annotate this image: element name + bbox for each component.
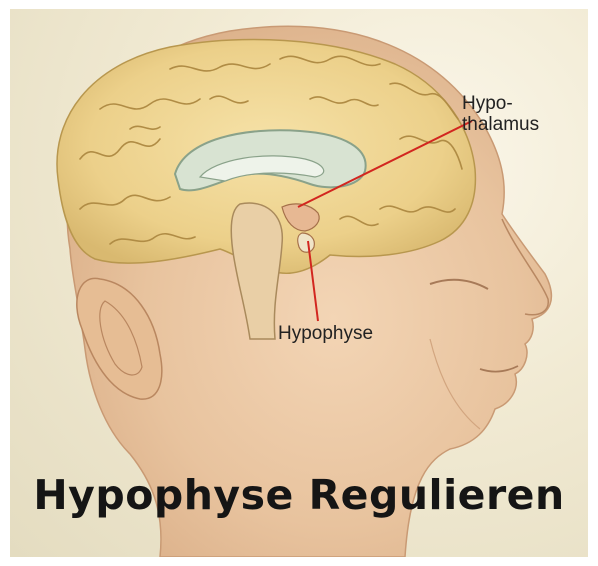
hypothalamus-label-line2: thalamus <box>462 114 539 135</box>
hypothalamus-label-line1: Hypo- <box>462 93 539 114</box>
hypophyse-label: Hypophyse <box>278 323 373 344</box>
illustration-frame: Hypo- thalamus Hypophyse Hypophyse Regul… <box>10 9 588 557</box>
caption-title: Hypophyse Regulieren <box>10 471 588 519</box>
hypothalamus-label: Hypo- thalamus <box>462 93 539 135</box>
